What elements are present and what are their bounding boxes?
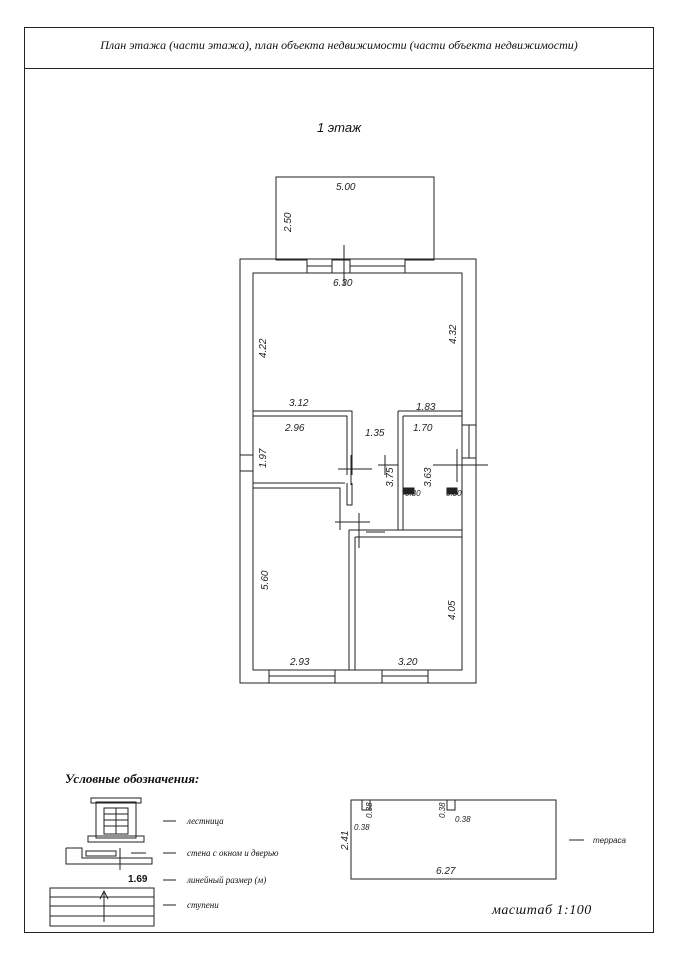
drawing-frame: План этажа (части этажа), план объекта н… <box>24 27 654 933</box>
dim-terrace-width: 5.00 <box>336 182 356 193</box>
legend-linear-dimension-value: 1.69 <box>128 874 148 885</box>
wall-window-door-icon <box>65 847 153 870</box>
floor-label: 1 этаж <box>316 120 362 135</box>
header-divider <box>25 68 653 69</box>
dim-right-wall-upper: 4.32 <box>448 324 459 344</box>
dim-room-left-height: 1.97 <box>258 448 269 468</box>
page-title: План этажа (части этажа), план объекта н… <box>100 38 578 52</box>
terrace-label: терраса <box>593 836 626 845</box>
dim-corridor-height: 3.75 <box>385 467 396 487</box>
scale-label: масштаб 1:100 <box>492 903 592 918</box>
dim-small-mark-1: 0.80 <box>405 489 421 498</box>
terrace-post-right-h: 0.38 <box>455 815 471 824</box>
legend-linear-dimension: линейный размер (м) <box>187 875 267 885</box>
dim-corridor-width: 1.35 <box>365 428 385 439</box>
terrace-post-left-h: 0.38 <box>354 823 370 832</box>
dim-small-mark-2: 0.80 <box>446 489 462 498</box>
dim-left-wall-upper: 4.22 <box>258 338 269 358</box>
terrace-width: 6.27 <box>436 866 456 877</box>
dim-room-right-outer: 1.83 <box>416 402 436 413</box>
dim-house-width: 6.30 <box>333 278 353 289</box>
terrace-post-left-w: 0.38 <box>365 802 374 818</box>
legend-title: Условные обозначения: <box>65 771 200 786</box>
dim-room-right-inner: 1.70 <box>413 423 433 434</box>
dim-terrace-depth: 2.50 <box>283 212 294 233</box>
dim-bottom-left-width: 2.93 <box>289 657 310 668</box>
legend-steps: ступени <box>187 900 219 910</box>
terrace-plan <box>350 799 584 880</box>
dim-bottom-right-height: 4.05 <box>447 600 458 620</box>
steps-icon <box>49 887 155 927</box>
dim-room-right-height: 3.63 <box>423 467 434 487</box>
legend-wall-window-door: стена с окном и дверью <box>187 848 279 858</box>
house-outer-wall <box>239 258 477 684</box>
dim-bottom-right-width: 3.20 <box>398 657 418 668</box>
stairs-icon <box>87 797 145 843</box>
dim-bottom-left-height: 5.60 <box>260 570 271 590</box>
terrace-post-right-w: 0.38 <box>438 802 447 818</box>
dim-room-left-inner: 2.96 <box>284 423 305 434</box>
terrace-height: 2.41 <box>340 831 351 851</box>
dim-room-left-outer: 3.12 <box>289 398 309 409</box>
legend-stairs: лестница <box>187 816 224 826</box>
